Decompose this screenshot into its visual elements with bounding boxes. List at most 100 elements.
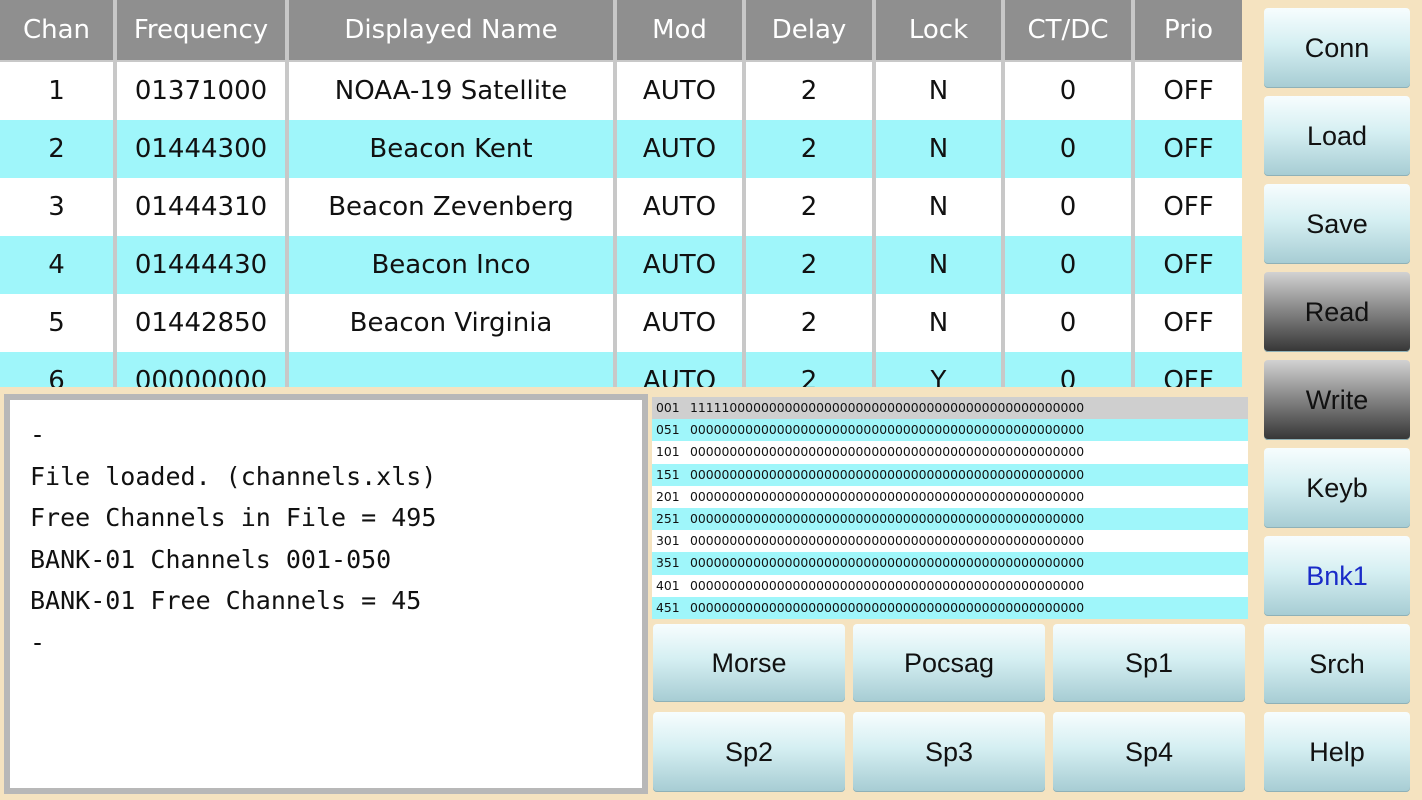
cell-lock[interactable]: N [876, 62, 1005, 120]
log-line: - [30, 627, 46, 657]
bitmap-row[interactable]: 351 0000000000000000000000000000000000000… [652, 552, 1248, 575]
morse-button[interactable]: Morse [653, 624, 845, 702]
bitmap-row-bits: 0000000000000000000000000000000000000000… [690, 422, 1085, 438]
cell-ctdc[interactable]: 0 [1005, 178, 1135, 236]
cell-prio[interactable]: OFF [1135, 352, 1242, 387]
cell-chan[interactable]: 6 [0, 352, 117, 387]
cell-frequency[interactable]: 01444310 [117, 178, 289, 236]
log-line: BANK-01 Free Channels = 45 [30, 586, 422, 616]
cell-mod[interactable]: AUTO [617, 178, 746, 236]
cell-chan[interactable]: 5 [0, 294, 117, 352]
cell-lock[interactable]: N [876, 178, 1005, 236]
cell-prio[interactable]: OFF [1135, 62, 1242, 120]
load-button[interactable]: Load [1264, 96, 1410, 176]
cell-mod[interactable]: AUTO [617, 236, 746, 294]
header-frequency[interactable]: Frequency [117, 0, 289, 62]
bitmap-row[interactable]: 451 0000000000000000000000000000000000000… [652, 596, 1248, 619]
cell-mod[interactable]: AUTO [617, 62, 746, 120]
cell-displayed-name[interactable]: NOAA-19 Satellite [289, 62, 617, 120]
pocsag-button[interactable]: Pocsag [853, 624, 1045, 702]
cell-frequency[interactable]: 00000000 [117, 352, 289, 387]
cell-lock[interactable]: Y [876, 352, 1005, 387]
table-row[interactable]: 3 01444310 Beacon Zevenberg AUTO 2 N 0 O… [0, 178, 1242, 236]
read-button[interactable]: Read [1264, 272, 1410, 352]
cell-chan[interactable]: 2 [0, 120, 117, 178]
table-row[interactable]: 6 00000000 AUTO 2 Y 0 OFF [0, 352, 1242, 387]
cell-displayed-name[interactable]: Beacon Virginia [289, 294, 617, 352]
sp3-button[interactable]: Sp3 [853, 712, 1045, 792]
header-displayed-name[interactable]: Displayed Name [289, 0, 617, 62]
save-button[interactable]: Save [1264, 184, 1410, 264]
cell-delay[interactable]: 2 [746, 236, 876, 294]
cell-chan[interactable]: 4 [0, 236, 117, 294]
table-row[interactable]: 1 01371000 NOAA-19 Satellite AUTO 2 N 0 … [0, 62, 1242, 120]
keyb-button[interactable]: Keyb [1264, 448, 1410, 528]
conn-button[interactable]: Conn [1264, 8, 1410, 88]
cell-frequency[interactable]: 01444430 [117, 236, 289, 294]
table-row[interactable]: 4 01444430 Beacon Inco AUTO 2 N 0 OFF [0, 236, 1242, 294]
cell-lock[interactable]: N [876, 120, 1005, 178]
cell-prio[interactable]: OFF [1135, 236, 1242, 294]
cell-ctdc[interactable]: 0 [1005, 352, 1135, 387]
bitmap-row-start: 451 [656, 599, 680, 615]
log-console[interactable]: - File loaded. (channels.xls) Free Chann… [10, 400, 642, 788]
cell-frequency[interactable]: 01444300 [117, 120, 289, 178]
cell-mod[interactable]: AUTO [617, 352, 746, 387]
cell-ctdc[interactable]: 0 [1005, 294, 1135, 352]
bitmap-row-bits: 0000000000000000000000000000000000000000… [690, 599, 1085, 615]
header-prio[interactable]: Prio [1135, 0, 1242, 62]
cell-frequency[interactable]: 01371000 [117, 62, 289, 120]
cell-displayed-name[interactable]: Beacon Kent [289, 120, 617, 178]
header-ctdc[interactable]: CT/DC [1005, 0, 1135, 62]
cell-displayed-name[interactable] [289, 352, 617, 387]
cell-displayed-name[interactable]: Beacon Zevenberg [289, 178, 617, 236]
header-mod[interactable]: Mod [617, 0, 746, 62]
cell-delay[interactable]: 2 [746, 352, 876, 387]
log-line: Free Channels in File = 495 [30, 503, 437, 533]
cell-delay[interactable]: 2 [746, 294, 876, 352]
cell-prio[interactable]: OFF [1135, 294, 1242, 352]
cell-ctdc[interactable]: 0 [1005, 62, 1135, 120]
bitmap-row-bits: 0000000000000000000000000000000000000000… [690, 555, 1085, 571]
cell-chan[interactable]: 3 [0, 178, 117, 236]
srch-button[interactable]: Srch [1264, 624, 1410, 704]
bitmap-row-start: 351 [656, 555, 680, 571]
help-button[interactable]: Help [1264, 712, 1410, 792]
sp4-button[interactable]: Sp4 [1053, 712, 1245, 792]
cell-ctdc[interactable]: 0 [1005, 236, 1135, 294]
log-line: File loaded. (channels.xls) [30, 461, 437, 491]
bank1-button[interactable]: Bnk1 [1264, 536, 1410, 616]
cell-prio[interactable]: OFF [1135, 178, 1242, 236]
write-button[interactable]: Write [1264, 360, 1410, 440]
channel-table-container[interactable]: Chan Frequency Displayed Name Mod Delay … [0, 0, 1242, 387]
cell-displayed-name[interactable]: Beacon Inco [289, 236, 617, 294]
table-row[interactable]: 5 01442850 Beacon Virginia AUTO 2 N 0 OF… [0, 294, 1242, 352]
sp2-button[interactable]: Sp2 [653, 712, 845, 792]
cell-delay[interactable]: 2 [746, 178, 876, 236]
cell-lock[interactable]: N [876, 294, 1005, 352]
cell-lock[interactable]: N [876, 236, 1005, 294]
cell-frequency[interactable]: 01442850 [117, 294, 289, 352]
cell-ctdc[interactable]: 0 [1005, 120, 1135, 178]
table-row[interactable]: 2 01444300 Beacon Kent AUTO 2 N 0 OFF [0, 120, 1242, 178]
cell-delay[interactable]: 2 [746, 62, 876, 120]
cell-prio[interactable]: OFF [1135, 120, 1242, 178]
header-delay[interactable]: Delay [746, 0, 876, 62]
header-chan[interactable]: Chan [0, 0, 117, 62]
sp1-button[interactable]: Sp1 [1053, 624, 1245, 702]
cell-mod[interactable]: AUTO [617, 294, 746, 352]
cell-delay[interactable]: 2 [746, 120, 876, 178]
cell-mod[interactable]: AUTO [617, 120, 746, 178]
cell-chan[interactable]: 1 [0, 62, 117, 120]
header-lock[interactable]: Lock [876, 0, 1005, 62]
